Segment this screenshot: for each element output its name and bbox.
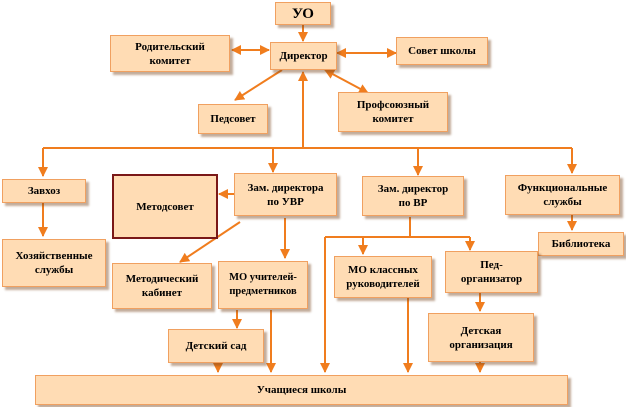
- node-uo: УО: [275, 2, 331, 25]
- node-deputy-vr: Зам. директор по ВР: [362, 176, 464, 216]
- node-children-org: Детская организация: [428, 313, 534, 362]
- node-library: Библиотека: [538, 232, 624, 256]
- node-deputy-uvr: Зам. директора по УВР: [234, 173, 337, 216]
- arrow-uvr-cabinet: [179, 221, 241, 263]
- node-ped-organizer: Пед- организатор: [445, 251, 538, 293]
- node-pedsovet: Педсовет: [198, 104, 268, 134]
- node-mo-class-teachers: МО классных руководителей: [334, 256, 432, 298]
- node-trade-union: Профсоюзный комитет: [338, 92, 448, 132]
- node-director: Директор: [270, 42, 337, 70]
- node-students: Учащиеся школы: [35, 375, 568, 405]
- node-zavhoz: Завхоз: [2, 179, 86, 203]
- node-mo-teachers: МО учителей- предметников: [218, 261, 308, 309]
- node-methodical-cabinet: Методический кабинет: [112, 263, 212, 309]
- node-kindergarten: Детский сад: [168, 329, 264, 363]
- arrow-director-trade-union: [324, 69, 369, 94]
- node-school-council: Совет школы: [396, 37, 488, 65]
- node-metodsovet: Методсовет: [112, 174, 218, 239]
- node-household-services: Хозяйственные службы: [2, 239, 106, 287]
- node-functional-services: Функциональные службы: [505, 175, 620, 215]
- arrow-director-pedsovet: [234, 69, 283, 101]
- node-parent-committee: Родительский комитет: [110, 35, 230, 72]
